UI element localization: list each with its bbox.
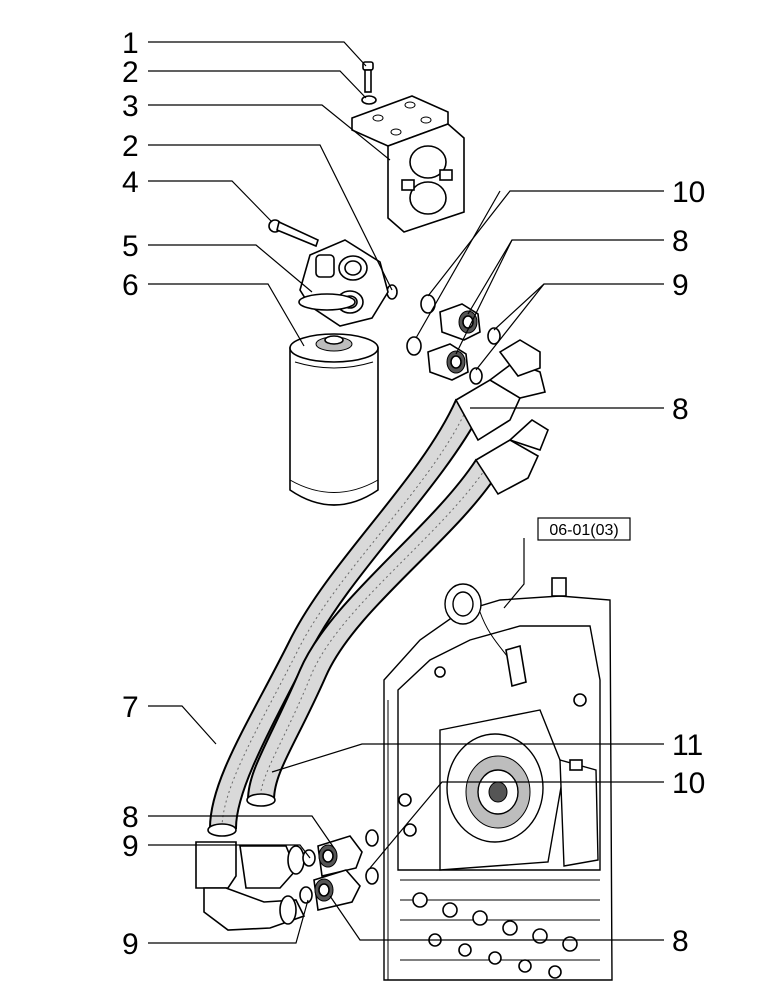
part-hoses [207,339,549,837]
part-filter-cartridge [289,333,379,506]
transmission-housing [383,577,613,981]
callout-7: 7 [122,691,139,724]
part-long-bolt [268,219,319,248]
callout-8-fourth: 8 [672,925,689,958]
leader-lines [148,41,664,944]
callout-9-lower: 9 [122,928,139,961]
part-filter-head [298,239,389,327]
callout-9-upper: 9 [672,269,689,302]
part-bolt [362,61,374,93]
callout-4: 4 [122,166,139,199]
reference-box: 06-01(03) [537,517,631,541]
part-lower-fittings [195,829,379,931]
callout-10-lower: 10 [672,767,705,800]
parts-drawing [195,61,613,981]
reference-box-label: 06-01(03) [549,522,618,539]
part-washer-top [361,95,377,105]
callout-2-upper: 2 [122,56,139,89]
callout-2-lower: 2 [122,130,139,163]
part-upper-fittings [406,294,501,385]
part-bracket [351,95,465,233]
callout-8-second: 8 [672,393,689,426]
callout-9-middle: 9 [122,830,139,863]
callout-8-third: 8 [122,801,139,834]
callout-8-first: 8 [672,225,689,258]
callout-1: 1 [122,27,139,60]
callout-numbers: 1 2 3 2 4 5 6 10 8 9 8 7 11 10 8 9 9 8 [122,27,705,961]
callout-10-upper: 10 [672,176,705,209]
callout-11: 11 [672,729,703,762]
callout-5: 5 [122,230,139,263]
callout-6: 6 [122,269,139,302]
callout-3: 3 [122,90,139,123]
